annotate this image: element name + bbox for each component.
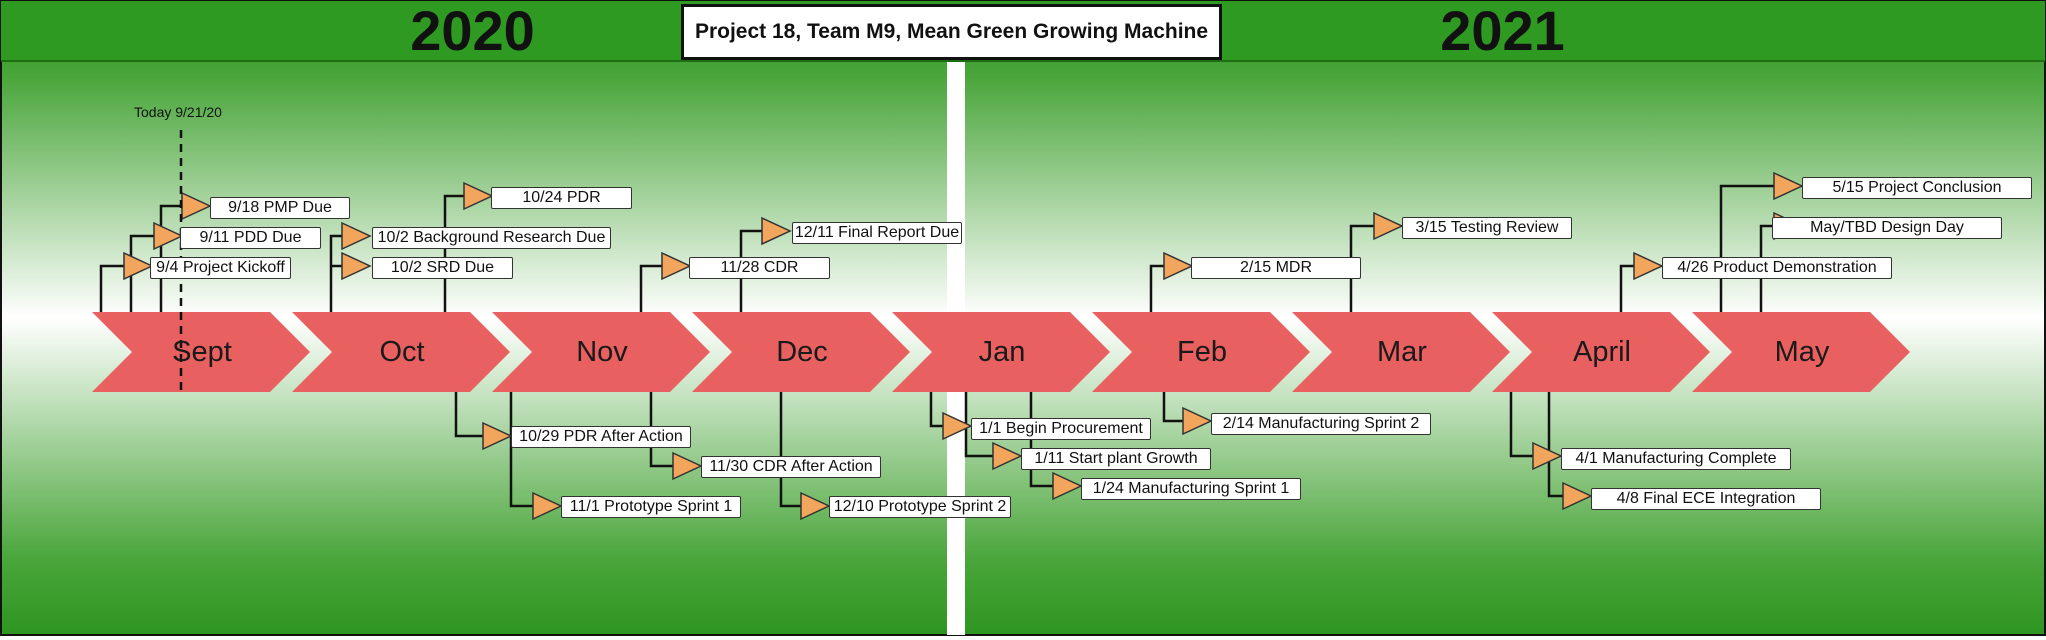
milestone-connector [649,392,673,468]
milestone-connector [129,234,154,312]
milestone-marker-icon [123,251,154,281]
milestone-marker-icon [1773,171,1804,201]
milestone-marker-icon [672,451,703,481]
month-chevron [892,312,1110,392]
month-chevron [1292,312,1510,392]
milestone-marker-icon [992,441,1023,471]
milestone-marker-icon [1052,471,1083,501]
milestone-marker-icon [153,221,184,251]
milestone-label: 1/24 Manufacturing Sprint 1 [1081,478,1301,500]
milestone-label: 12/11 Final Report Due [792,222,962,244]
milestone-label: 9/11 PDD Due [180,227,321,249]
milestone-connector [929,392,943,428]
milestone-marker-icon [532,491,563,521]
milestone-connector [1619,264,1634,312]
month-chevron [1492,312,1710,392]
year-2021-label: 2021 [1440,0,1565,62]
month-label: Mar [1377,336,1427,368]
milestone-connector [1547,392,1563,498]
milestone-marker-icon [661,251,692,281]
milestone-connector [99,264,124,312]
milestone-label: 11/1 Prototype Sprint 1 [561,496,741,518]
milestone-marker-icon [942,411,973,441]
milestone-marker-icon [1373,211,1404,241]
milestone-label: 12/10 Prototype Sprint 2 [829,496,1011,518]
milestone-marker-icon [463,181,494,211]
milestone-marker-icon [1532,441,1563,471]
milestone-connector [779,392,801,508]
milestone-label: 9/4 Project Kickoff [150,257,291,279]
milestone-label: 11/28 CDR [689,257,830,279]
milestone-marker-icon [761,216,792,246]
month-chevron [92,312,310,392]
milestone-label: 2/14 Manufacturing Sprint 2 [1211,413,1431,435]
milestone-label: 4/1 Manufacturing Complete [1561,448,1791,470]
milestone-connector [329,234,342,312]
milestone-connector [1349,224,1374,312]
milestone-marker-icon [341,251,372,281]
diagram-title: Project 18, Team M9, Mean Green Growing … [681,4,1222,60]
milestone-marker-icon [1562,481,1593,511]
year-2020-label: 2020 [410,0,535,62]
milestone-marker-icon [1182,406,1213,436]
month-label: May [1774,336,1830,368]
milestone-marker-icon [482,421,513,451]
milestone-connector [454,392,483,438]
milestone-connector [1509,392,1533,458]
milestone-label: 1/1 Begin Procurement [971,418,1151,440]
month-label: Feb [1177,336,1227,368]
month-label: Nov [576,336,628,368]
milestone-connector [639,264,662,312]
month-chevron [692,312,910,392]
month-label: Sept [172,336,232,368]
month-label: Oct [379,336,425,368]
milestone-label: 3/15 Testing Review [1402,217,1572,239]
month-chevron [1092,312,1310,392]
milestone-marker-icon [800,491,831,521]
milestone-label: 10/2 Background Research Due [372,227,611,249]
month-chevron [292,312,510,392]
milestone-label: 2/15 MDR [1191,257,1361,279]
milestone-marker-icon [1633,251,1664,281]
milestone-connector [1162,392,1183,423]
milestone-label: 1/11 Start plant Growth [1021,448,1211,470]
milestone-label: 10/24 PDR [491,187,632,209]
milestone-label: 5/15 Project Conclusion [1802,177,2032,199]
milestone-label: May/TBD Design Day [1772,217,2002,239]
milestone-label: 10/29 PDR After Action [511,426,691,448]
milestone-label: 11/30 CDR After Action [701,456,881,478]
milestone-marker-icon [1163,251,1194,281]
month-label: Jan [978,336,1026,368]
month-label: Dec [776,336,828,368]
milestone-marker-icon [341,221,372,251]
milestone-connector [1149,264,1164,312]
milestone-connector [1759,224,1774,312]
milestone-label: 10/2 SRD Due [372,257,513,279]
month-label: April [1572,336,1631,368]
month-chevron [492,312,710,392]
milestone-label: 4/26 Product Demonstration [1662,257,1892,279]
milestone-label: 4/8 Final ECE Integration [1591,488,1821,510]
milestone-connector [739,229,762,312]
today-label: Today 9/21/20 [134,104,222,120]
milestone-label: 9/18 PMP Due [210,197,350,219]
month-chevron [1692,312,1910,392]
milestone-connector [964,392,993,458]
